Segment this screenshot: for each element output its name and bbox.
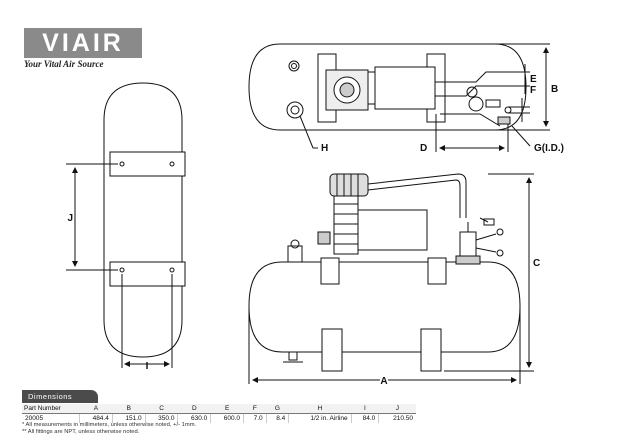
dimensions-header-row: Part Number A B C D E F G H I J: [22, 404, 416, 414]
end-view-bracket-bottom: [109, 261, 186, 287]
side-view-tank-outline: [248, 261, 521, 353]
bolt-hole: [169, 267, 175, 273]
label-i: I: [146, 361, 149, 372]
viair-logo: VIAIR Your Vital Air Source: [24, 28, 142, 69]
label-e: E: [530, 74, 537, 85]
footnote: * All measurements in millimeters, unles…: [22, 422, 197, 428]
header-d: D: [177, 404, 211, 414]
dimensions-data-row: 20005 484.4 151.0 350.0 630.0 600.0 7.0 …: [22, 413, 416, 423]
cell-d: 630.0: [177, 413, 211, 423]
cell-c: 350.0: [144, 413, 178, 423]
end-view: [66, 82, 186, 368]
label-g: G(I.D.): [534, 143, 564, 154]
header-a: A: [79, 404, 113, 414]
label-d: D: [420, 143, 427, 154]
label-f: F: [530, 85, 536, 96]
side-view-foot-left: [321, 328, 343, 372]
side-view: [248, 173, 534, 384]
leader-h: [299, 115, 314, 149]
top-view-airline: [435, 71, 510, 83]
leader-g: [511, 125, 531, 147]
side-view-air-filter: [329, 173, 369, 197]
bolt-hole: [119, 267, 125, 273]
header-h: H: [288, 404, 352, 414]
side-view-airline: [367, 173, 467, 218]
label-j: J: [67, 213, 73, 224]
cell-e: 600.0: [210, 413, 244, 423]
footnotes: * All measurements in millimeters, unles…: [22, 422, 196, 436]
bolt-hole: [169, 161, 175, 167]
dimensions-table: Dimensions Part Number A B C D E F G H I…: [22, 386, 416, 423]
header-j: J: [378, 404, 416, 414]
side-view-foot-right: [420, 328, 442, 372]
cell-g: 8.4: [265, 413, 289, 423]
top-view: [248, 43, 550, 152]
end-view-bracket-top: [109, 151, 186, 177]
footnote: ** All fittings are NPT, unless otherwis…: [22, 429, 140, 435]
side-view-pressure-switch: [459, 231, 477, 259]
logo-wordmark: VIAIR: [24, 28, 142, 58]
cell-b: 151.0: [111, 413, 146, 423]
end-view-tank-outline: [103, 82, 183, 358]
label-b: B: [551, 84, 558, 95]
top-view-drain-port-h: [286, 101, 304, 119]
cell-f: 7.0: [243, 413, 267, 423]
cell-part-number: 20005: [25, 415, 44, 422]
logo-tagline: Your Vital Air Source: [24, 59, 104, 69]
header-e: E: [210, 404, 244, 414]
top-view-motor: [374, 66, 436, 110]
cell-i: 84.0: [350, 413, 379, 423]
label-h: H: [321, 143, 328, 154]
side-view-drain: [288, 351, 298, 361]
header-f: F: [243, 404, 267, 414]
bolt-hole: [119, 161, 125, 167]
label-c: C: [533, 258, 540, 269]
header-c: C: [145, 404, 178, 414]
side-view-safety-valve: [287, 245, 303, 263]
cell-j: 210.50: [378, 413, 416, 423]
header-i: I: [351, 404, 379, 414]
top-view-port: [288, 60, 300, 72]
header-g: G: [266, 404, 289, 414]
cell-h: 1/2 in. Airline: [288, 413, 352, 423]
header-b: B: [112, 404, 146, 414]
dimensions-title: Dimensions: [22, 390, 99, 403]
header-part-number: Part Number: [22, 404, 80, 414]
label-a: A: [380, 376, 387, 387]
cell-a: 484.4: [79, 413, 113, 423]
